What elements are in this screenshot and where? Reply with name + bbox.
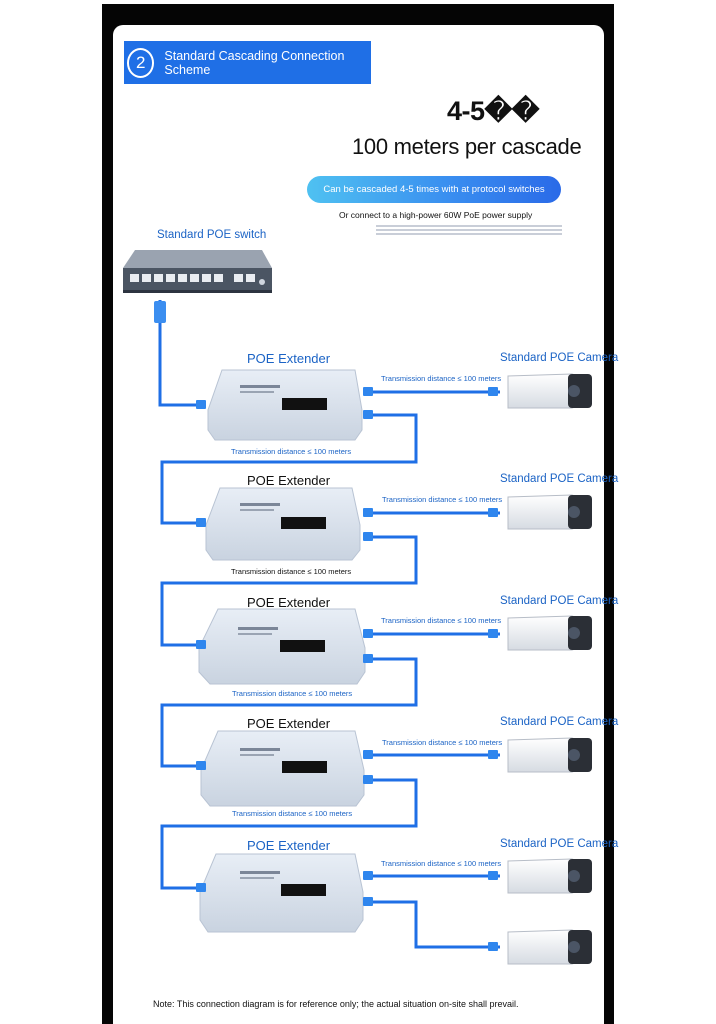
camera-label-3: Standard POE Camera — [500, 595, 619, 607]
poe-switch — [123, 250, 272, 293]
barcode-icon — [282, 398, 327, 410]
barcode-icon — [281, 517, 326, 529]
camera-label-5: Standard POE Camera — [500, 838, 619, 850]
section-title: Standard Cascading Connection Scheme — [164, 48, 345, 77]
cable-extender-3-to-4 — [160, 657, 418, 768]
extender-5 — [199, 853, 364, 933]
camera-distance-5: Transmission distance ≤ 100 meters — [381, 859, 502, 868]
camera-distance-3: Transmission distance ≤ 100 meters — [381, 616, 502, 625]
camera-2 — [507, 494, 592, 530]
extender-1 — [207, 369, 363, 441]
extender-2 — [205, 487, 361, 561]
camera-label-1: Standard POE Camera — [500, 352, 619, 364]
link-distance-1: Transmission distance ≤ 100 meters — [231, 447, 352, 456]
barcode-icon — [281, 884, 326, 896]
cascade-info-pill: Can be cascaded 4-5 times with at protoc… — [307, 176, 561, 203]
extender-label-1: POE Extender — [247, 351, 331, 366]
switch-cable-plug — [154, 301, 166, 323]
camera-6 — [507, 929, 592, 965]
cable-plugs — [196, 387, 498, 951]
camera-5 — [507, 858, 592, 894]
link-distance-3: Transmission distance ≤ 100 meters — [232, 689, 353, 698]
extender-label-4: POE Extender — [247, 716, 331, 731]
link-distance-4: Transmission distance ≤ 100 meters — [232, 809, 353, 818]
cable-to-camera-6 — [365, 900, 500, 949]
extender-label-3: POE Extender — [247, 595, 331, 610]
camera-1 — [507, 373, 592, 409]
cable-extender-2-to-3 — [160, 535, 418, 647]
camera-4 — [507, 737, 592, 773]
step-number-badge: 2 — [127, 47, 155, 78]
camera-label-2: Standard POE Camera — [500, 473, 619, 485]
extender-label-2: POE Extender — [247, 473, 331, 488]
cable-extender-1-to-2 — [160, 413, 418, 525]
extender-label-5: POE Extender — [247, 838, 331, 853]
link-distance-2: Transmission distance ≤ 100 meters — [231, 567, 352, 576]
camera-distance-4: Transmission distance ≤ 100 meters — [382, 738, 503, 747]
camera-distance-1: Transmission distance ≤ 100 meters — [381, 374, 502, 383]
camera-3 — [507, 615, 592, 651]
barcode-icon — [282, 761, 327, 773]
cable-switch-to-extender-1 — [158, 300, 205, 407]
poe-switch-label: Standard POE switch — [157, 229, 267, 241]
fine-print-lines — [376, 223, 562, 237]
cascade-distance-heading: 100 meters per cascade — [352, 134, 582, 159]
section-banner: 2 Standard Cascading Connection Scheme — [124, 41, 371, 84]
cable-paths — [158, 300, 500, 949]
power-supply-note: Or connect to a high-power 60W PoE power… — [339, 210, 533, 220]
extender-4 — [200, 730, 365, 807]
barcode-icon — [280, 640, 325, 652]
extender-3 — [198, 608, 366, 685]
reference-footnote: Note: This connection diagram is for ref… — [153, 999, 519, 1009]
camera-label-4: Standard POE Camera — [500, 716, 619, 728]
cascade-count-heading: 4-5�� — [447, 96, 539, 126]
cable-extender-4-to-5 — [160, 778, 418, 890]
camera-distance-2: Transmission distance ≤ 100 meters — [382, 495, 503, 504]
